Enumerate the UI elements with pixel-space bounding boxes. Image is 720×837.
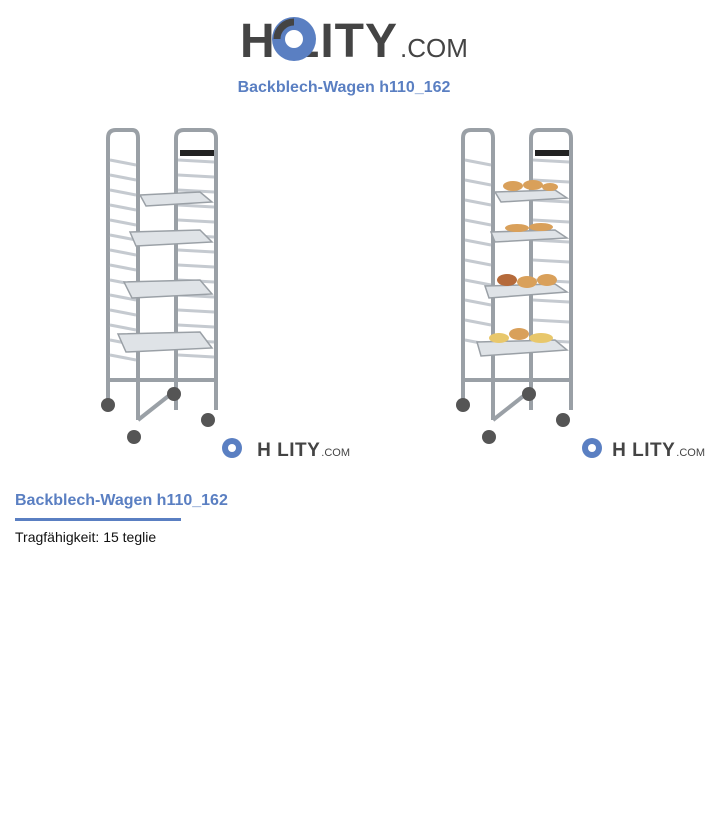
watermark-o-circle-icon [222, 438, 242, 458]
page-title: Backblech-Wagen h110_162 [237, 79, 451, 96]
product-capacity: Tragfähigkeit: 15 teglie [15, 529, 157, 545]
image-watermark-logo: H LITY .COM [257, 441, 350, 461]
brand-logo-tld: .COM [400, 33, 468, 63]
watermark-tld: .COM [676, 447, 705, 459]
trolley-loaded-illustration [456, 128, 573, 444]
brand-logo-text: H LITY [240, 15, 398, 68]
watermark-text: H LITY [612, 440, 676, 461]
logo-o-circle-icon [272, 17, 316, 61]
watermark-o-circle-icon [582, 438, 602, 458]
watermark-text: H LITY [257, 440, 321, 461]
heading-underline [15, 518, 181, 521]
brand-logo[interactable]: H LITY .COM [240, 12, 468, 68]
image-watermark-logo: H LITY .COM [612, 441, 705, 461]
trolley-empty-illustration [101, 128, 218, 444]
product-image-loaded[interactable]: H LITY .COM [395, 120, 720, 465]
watermark-tld: .COM [321, 447, 350, 459]
product-image-empty[interactable]: H LITY .COM [40, 120, 370, 465]
product-heading: Backblech-Wagen h110_162 [15, 492, 228, 509]
